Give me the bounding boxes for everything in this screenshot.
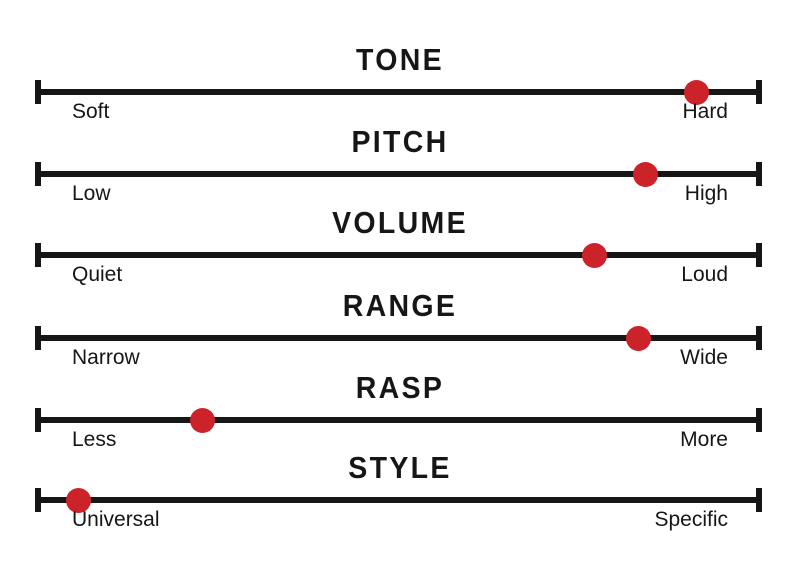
scale-right-label-pitch: High [684,182,728,205]
scale-marker-tone[interactable] [684,79,710,105]
scale-right-label-range: Wide [680,346,728,369]
track-line [35,89,762,95]
scale-row-rasp: RASP Less More [0,370,800,452]
track-cap-left [35,408,41,432]
track-line [35,497,762,503]
scale-track-tone[interactable] [35,79,762,105]
scale-left-label-pitch: Low [72,182,111,205]
scale-title-style: STYLE [348,450,452,485]
track-cap-right [756,408,762,432]
scale-row-pitch: PITCH Low High [0,124,800,206]
track-cap-left [35,326,41,350]
scale-title-tone: TONE [356,42,444,77]
scale-row-tone: TONE Soft Hard [0,42,800,124]
scale-left-label-tone: Soft [72,100,110,123]
track-line [35,171,762,177]
scale-marker-style[interactable] [66,487,92,513]
track-cap-right [756,162,762,186]
track-cap-left [35,243,41,267]
scale-title-range: RANGE [342,288,458,323]
scale-track-rasp[interactable] [35,407,762,433]
track-cap-right [756,326,762,350]
scale-track-volume[interactable] [35,242,762,268]
track-cap-right [756,80,762,104]
scale-marker-range[interactable] [625,325,651,351]
scale-track-range[interactable] [35,325,762,351]
scale-marker-pitch[interactable] [633,161,659,187]
scale-title-volume: VOLUME [332,205,468,240]
scale-right-label-volume: Loud [681,263,728,286]
scale-row-style: STYLE Universal Specific [0,450,800,532]
scale-marker-rasp[interactable] [189,407,215,433]
scale-left-label-range: Narrow [72,346,140,369]
scale-title-pitch: PITCH [351,124,449,159]
track-cap-right [756,488,762,512]
scale-right-label-style: Specific [654,508,728,531]
scale-right-label-rasp: More [680,428,728,451]
track-cap-left [35,80,41,104]
track-line [35,252,762,258]
track-cap-left [35,162,41,186]
track-line [35,335,762,341]
scale-row-volume: VOLUME Quiet Loud [0,205,800,287]
scale-right-label-tone: Hard [682,100,728,123]
scale-row-range: RANGE Narrow Wide [0,288,800,370]
scale-track-pitch[interactable] [35,161,762,187]
scale-left-label-style: Universal [72,508,160,531]
track-cap-left [35,488,41,512]
scale-title-rasp: RASP [355,370,445,405]
scale-track-style[interactable] [35,487,762,513]
scale-marker-volume[interactable] [582,242,608,268]
track-line [35,417,762,423]
scale-left-label-rasp: Less [72,428,117,451]
track-cap-right [756,243,762,267]
scale-left-label-volume: Quiet [72,263,123,286]
